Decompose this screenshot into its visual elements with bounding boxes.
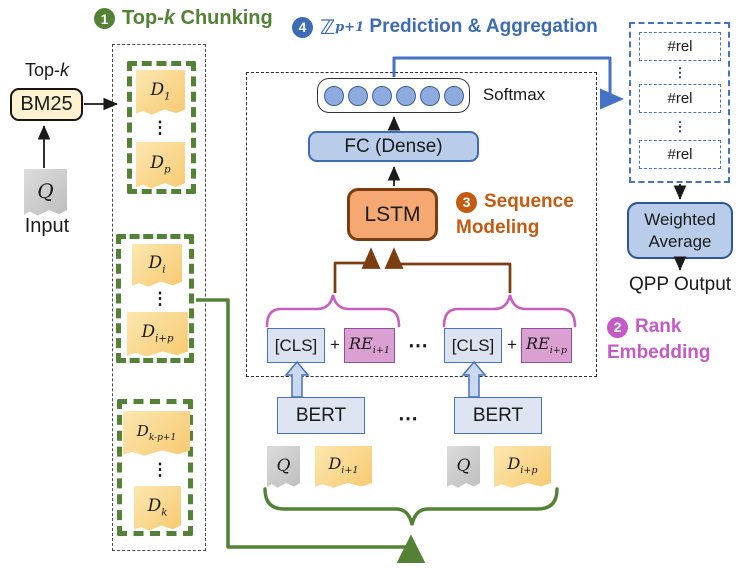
softmax-layer [317, 78, 470, 113]
bert-encoder-2: BERT [454, 397, 542, 434]
green-brace-inputs [263, 487, 559, 526]
chunk-3 [117, 399, 193, 536]
bert-row-ellipsis: ⋯ [398, 407, 418, 430]
rel-score-1: #rel [639, 32, 721, 61]
step3-badge: 3 [456, 191, 477, 213]
chunk-2 [116, 234, 194, 363]
chunk-column [112, 44, 206, 551]
softmax-node [395, 85, 416, 106]
chunk-1 [127, 61, 196, 194]
plus-sign-1: + [330, 335, 340, 354]
chunk1-ellipsis: ⋮ [151, 117, 169, 137]
lstm-box: LSTM [347, 188, 438, 241]
topk-label: Top-k [24, 59, 69, 80]
doc-dkp1: Dk-p+1 [123, 411, 190, 456]
rel-scores-container [629, 22, 730, 183]
softmax-node [419, 85, 440, 106]
doc-di1-pair1: Di+1 [315, 446, 372, 488]
step1-badge: 1 [94, 8, 115, 29]
softmax-label: Softmax [482, 85, 546, 104]
doc-dk: Dk [134, 486, 181, 531]
doc-dip-pair2: Di+p [494, 446, 551, 488]
rel-score-3: #rel [639, 140, 721, 169]
fc-dense-box: FC (Dense) [308, 131, 479, 162]
plus-sign-2: + [507, 335, 517, 354]
cls-token-1: [CLS] [267, 328, 325, 363]
rank-embedding-1: REi+1 [344, 328, 395, 363]
query-doc-pair1: Q [267, 446, 300, 488]
softmax-node [347, 85, 368, 106]
doc-dp: Dp [136, 142, 185, 189]
query-doc-pair2: Q [447, 446, 480, 488]
input-label: Input [24, 214, 70, 237]
doc-dip: Di+p [127, 312, 188, 357]
cls-token-2: [CLS] [444, 328, 502, 363]
bm25-box: BM25 [10, 88, 83, 121]
rel-ellipsis-2: ⋮ [673, 118, 687, 134]
rank-embedding-2: REi+p [521, 328, 572, 363]
softmax-node [443, 85, 464, 106]
query-doc: Q [24, 169, 67, 216]
bert-encoder-1: BERT [277, 397, 365, 434]
softmax-node [323, 85, 344, 106]
cls-row-ellipsis: ⋯ [408, 334, 428, 357]
z-symbol: ℤ [320, 15, 336, 39]
doc-d1: D1 [136, 70, 185, 115]
step4-badge: 4 [292, 16, 313, 38]
doc-di: Di [132, 244, 182, 287]
qpp-output-label: QPP Output [628, 274, 732, 295]
rel-ellipsis-1: ⋮ [673, 65, 687, 80]
softmax-node [371, 85, 392, 106]
chunk3-ellipsis: ⋮ [151, 459, 169, 479]
step2-badge: 2 [607, 316, 628, 338]
rel-score-2: #rel [639, 84, 721, 113]
chunk2-ellipsis: ⋮ [151, 288, 169, 308]
